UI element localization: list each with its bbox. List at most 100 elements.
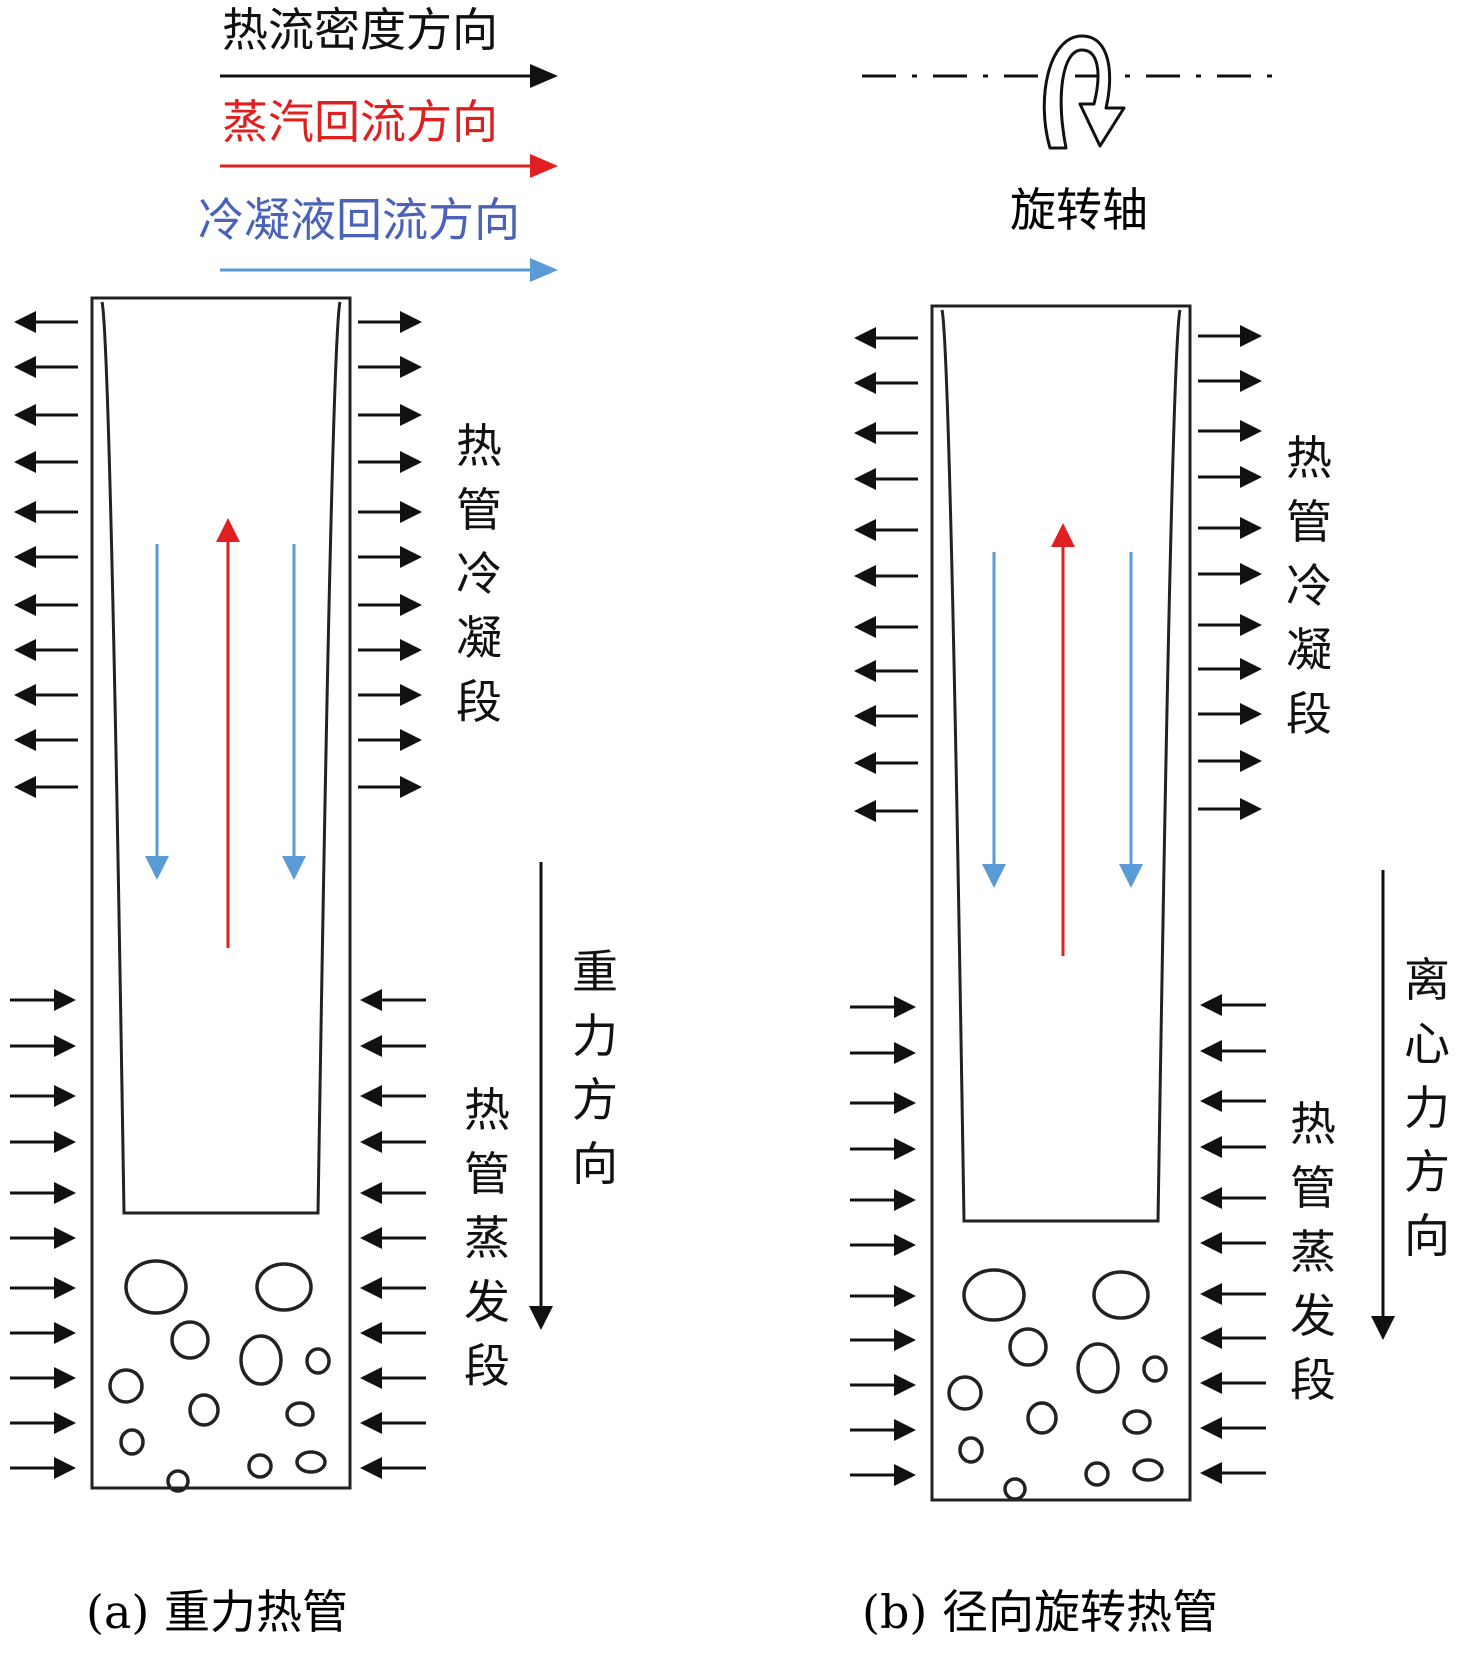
evaporator-heat-in-arrow-left (850, 1138, 916, 1160)
bubble (1008, 1327, 1048, 1367)
bubble (124, 1259, 188, 1315)
evaporator-heat-in-arrow-right (360, 989, 426, 1011)
condenser-heat-out-arrow-right (1198, 798, 1262, 820)
condenser-heat-out-arrow-right (1198, 517, 1262, 539)
evaporator-section-label-char: 发 (464, 1275, 510, 1329)
condenser-heat-out-arrow-right (358, 356, 422, 378)
condenser-heat-out-arrow-left (854, 752, 918, 774)
condenser-heat-out-arrow-left (14, 311, 78, 333)
condenser-section-label-char: 段 (1286, 687, 1332, 741)
bubble (1122, 1409, 1152, 1435)
force-direction-label-char: 向 (572, 1137, 618, 1191)
bubble (247, 1453, 273, 1479)
legend: 热流密度方向 蒸汽回流方向 冷凝液回流方向 (198, 3, 558, 282)
evaporator-heat-in-arrow-left (850, 1234, 916, 1256)
rotation-axis-label: 旋转轴 (1010, 183, 1148, 237)
condenser-heat-out-arrow-left (854, 800, 918, 822)
panel-b-caption: (b) 径向旋转热管 (862, 1585, 1218, 1639)
condenser-heat-out-arrow-right (358, 451, 422, 473)
condenser-heat-out-arrow-left (854, 616, 918, 638)
condenser-section-label-char: 凝 (1286, 623, 1332, 677)
bubble (166, 1469, 190, 1493)
evaporator-section-label-char: 管 (1290, 1161, 1336, 1215)
vapor-core-outline (940, 309, 1182, 1223)
condenser-heat-out-arrow-left (14, 684, 78, 706)
condenser-heat-out-arrow-left (854, 705, 918, 727)
tube-wall (930, 304, 1192, 1502)
evaporator-heat-in-arrow-left (850, 996, 916, 1018)
evaporator-heat-in-arrow-left (850, 1285, 916, 1307)
condenser-heat-out-arrow-right (1198, 750, 1262, 772)
condenser-heat-out-arrow-right (358, 729, 422, 751)
bubble (239, 1334, 283, 1386)
evaporator-heat-in-arrow-right (360, 1412, 426, 1434)
condenser-heat-out-arrow-right (358, 546, 422, 568)
evaporator-heat-in-arrow-right (1200, 1283, 1266, 1305)
bubble (108, 1368, 144, 1404)
bubble (1092, 1270, 1150, 1320)
condenser-heat-out-arrow-left (854, 327, 918, 349)
evaporator-heat-in-arrow-left (10, 1035, 76, 1057)
condenser-heat-out-arrow-right (358, 594, 422, 616)
force-direction-label-char: 力 (572, 1009, 618, 1063)
evaporator-section-label-char: 蒸 (464, 1211, 510, 1265)
rotation-axis: 旋转轴 (862, 34, 1276, 237)
evaporator-section-label-char: 热 (464, 1083, 510, 1137)
evaporator-heat-in-arrow-left (850, 1329, 916, 1351)
condenser-section-label-char: 凝 (456, 611, 502, 665)
evaporator-heat-in-arrow-right (1200, 1417, 1266, 1439)
bubble (295, 1450, 327, 1474)
force-direction-label-char: 心 (1404, 1017, 1450, 1071)
bubble (1026, 1401, 1058, 1435)
evaporator-heat-in-arrow-right (360, 1182, 426, 1204)
condenser-heat-out-arrow-left (854, 519, 918, 541)
condenser-heat-out-arrow-left (14, 594, 78, 616)
force-direction-label-char: 重 (572, 945, 618, 999)
evaporator-heat-in-arrow-right (1200, 1462, 1266, 1484)
bubble (962, 1268, 1026, 1322)
condenser-heat-out-arrow-right (1198, 614, 1262, 636)
condenser-heat-out-arrow-left (14, 451, 78, 473)
force-direction-arrow (529, 862, 553, 1330)
bubble (1132, 1458, 1164, 1482)
evaporator-heat-in-arrow-right (360, 1277, 426, 1299)
condenser-section-label-char: 冷 (1286, 559, 1332, 613)
condensate-flow-arrow (1119, 552, 1143, 888)
evaporator-section-label-char: 蒸 (1290, 1225, 1336, 1279)
condenser-heat-out-arrow-left (14, 729, 78, 751)
evaporator-heat-in-arrow-right (360, 1367, 426, 1389)
evaporator-heat-in-arrow-left (10, 1457, 76, 1479)
evaporator-heat-in-arrow-left (10, 1412, 76, 1434)
evaporator-heat-in-arrow-right (1200, 1090, 1266, 1112)
condenser-section-label-char: 管 (456, 483, 502, 537)
force-direction-label-char: 离 (1404, 953, 1450, 1007)
tube-wall (90, 296, 352, 1490)
bubble (119, 1428, 145, 1456)
bubble (958, 1436, 984, 1464)
bubble (170, 1320, 210, 1360)
condenser-heat-out-arrow-left (14, 404, 78, 426)
legend-vapor-label: 蒸汽回流方向 (222, 95, 498, 149)
force-direction-label-char: 向 (1404, 1209, 1450, 1263)
evaporator-heat-in-arrow-left (850, 1092, 916, 1114)
condensate-flow-arrow (982, 552, 1006, 888)
evaporator-section-label-char: 发 (1290, 1289, 1336, 1343)
evaporator-heat-in-arrow-right (360, 1085, 426, 1107)
evaporator-section-label-char: 段 (1290, 1353, 1336, 1407)
vapor-flow-arrow (216, 518, 240, 948)
condenser-heat-out-arrow-left (14, 776, 78, 798)
evaporator-heat-in-arrow-right (1200, 994, 1266, 1016)
condenser-heat-out-arrow-right (1198, 703, 1262, 725)
bubble (1142, 1355, 1168, 1383)
evaporator-heat-in-arrow-left (850, 1374, 916, 1396)
evaporator-heat-in-arrow-right (360, 1322, 426, 1344)
evaporator-heat-in-arrow-right (1200, 1187, 1266, 1209)
condenser-heat-out-arrow-right (358, 639, 422, 661)
condenser-section-label-char: 热 (456, 419, 502, 473)
condenser-heat-out-arrow-left (14, 356, 78, 378)
evaporator-heat-in-arrow-right (360, 1035, 426, 1057)
